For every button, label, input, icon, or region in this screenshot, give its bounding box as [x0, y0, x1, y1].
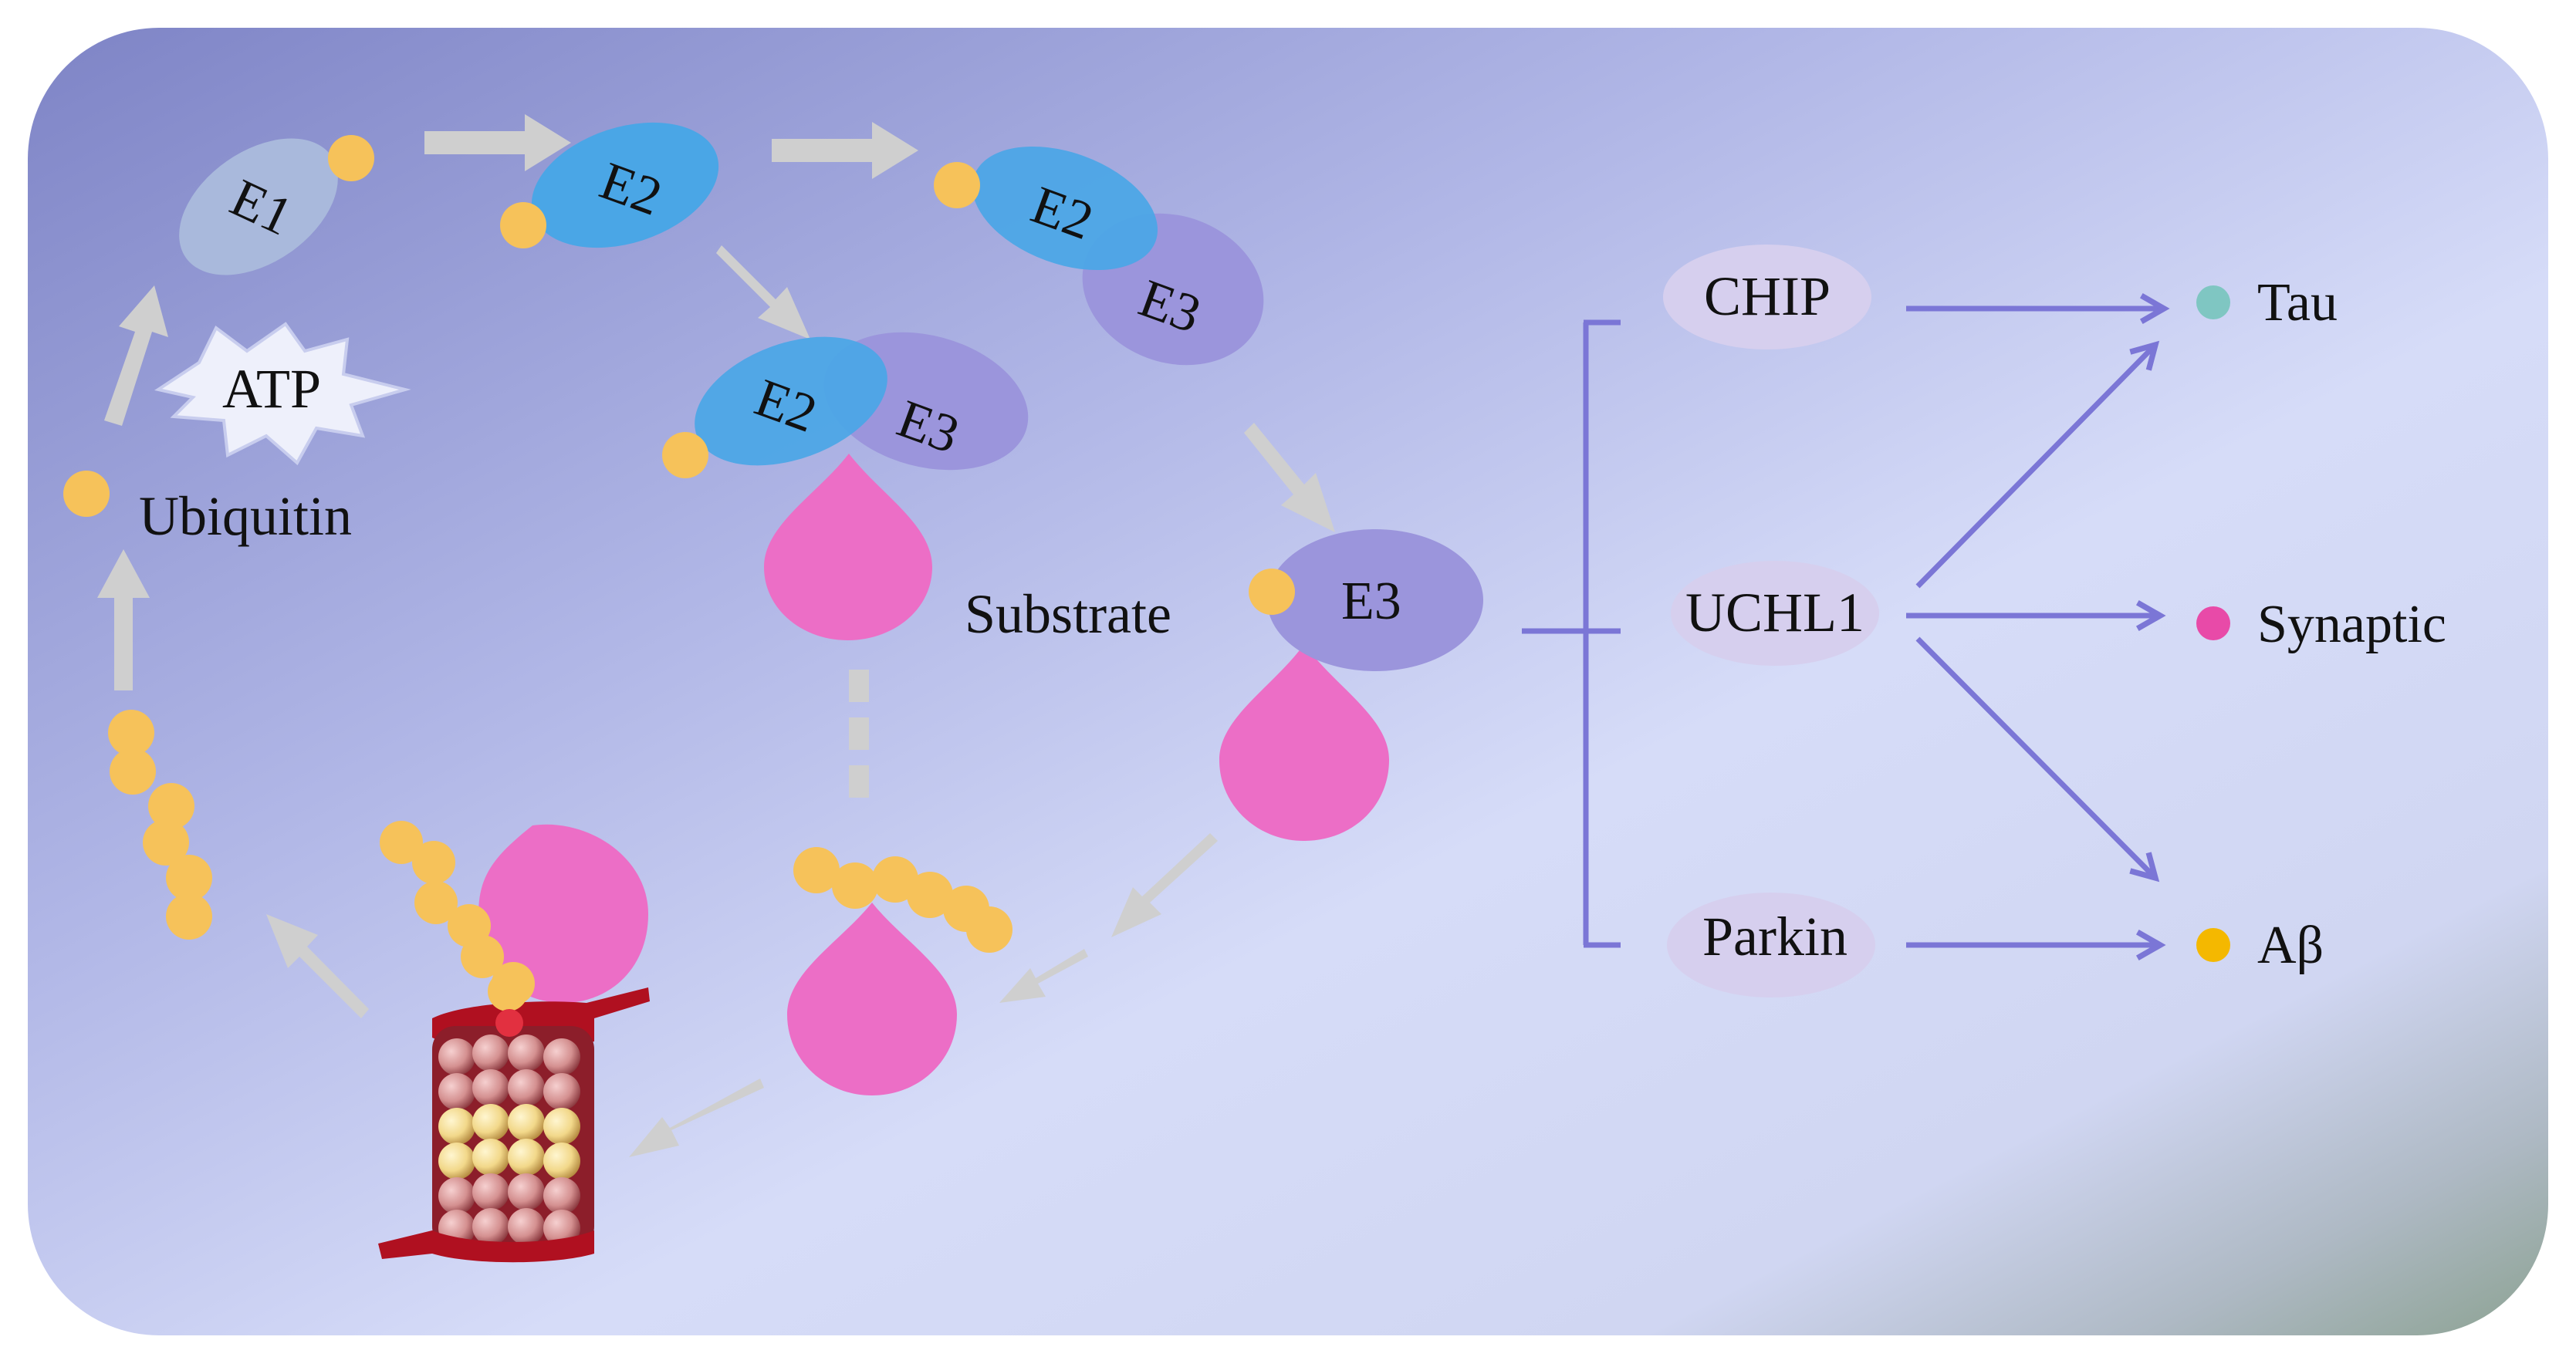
e2-mid-ubiquitin-dot	[934, 162, 980, 208]
e2e3-pair-complex: E2 E3	[662, 332, 1029, 640]
tau-dot	[2196, 285, 2230, 319]
arrow-to-proteasome	[629, 1078, 764, 1157]
tau-label: Tau	[2257, 273, 2338, 332]
arrow-into-ub-substrate	[999, 949, 1088, 1003]
e3-substrate-drop	[1219, 644, 1389, 841]
arrow-e2-to-e2e3	[772, 122, 918, 179]
arrow-e2e3-to-e3	[1244, 423, 1335, 532]
e2e3-mid-complex: E2 E3	[934, 146, 1264, 366]
e2-mid-ellipse	[972, 146, 1158, 271]
pair-e2-ellipse	[695, 336, 887, 466]
abeta-label: Aβ	[2257, 916, 2324, 975]
ub-substrate	[787, 847, 1012, 1095]
arrow-ubiquitin-to-e1	[104, 285, 168, 426]
ubiquitin-dot	[63, 471, 110, 517]
proteasome	[378, 821, 650, 1263]
atp-burst: ATP	[154, 322, 411, 466]
arrow-uchl1-tau	[1915, 340, 2160, 589]
parkin-label: Parkin	[1702, 906, 1847, 967]
uchl1-ellipse	[1671, 561, 1879, 666]
targets: Tau Synaptic Aβ	[2196, 273, 2446, 975]
parkin-ellipse	[1667, 893, 1875, 997]
e2-top-ubiquitin-dot	[500, 202, 546, 248]
bracket	[1522, 319, 1621, 948]
arrow-e3-to-ub-substrate	[1111, 833, 1218, 937]
effect-arrows	[1906, 293, 2170, 960]
ub-substrate-chain	[793, 847, 1012, 953]
arrow-uchl1-abeta	[1915, 636, 2160, 883]
e3-main-ubiquitin-dot	[1249, 569, 1295, 615]
pair-ubiquitin-dot	[662, 432, 708, 478]
arrow-dash-3	[849, 765, 869, 798]
proteasome-substrate-drop	[478, 824, 648, 1003]
proteasome-base	[378, 1230, 594, 1263]
arrow-proteasome-to-chain	[266, 914, 369, 1018]
ub-substrate-drop	[787, 903, 957, 1095]
synaptic-label: Synaptic	[2257, 595, 2446, 654]
arrow-e2-to-pair	[716, 245, 810, 339]
arrow-dash-1	[849, 670, 869, 702]
e1-enzyme: E1	[179, 135, 374, 275]
synaptic-dot	[2196, 606, 2230, 640]
abeta-dot	[2196, 928, 2230, 962]
substrate-label: Substrate	[965, 583, 1171, 645]
proteasome-entry-ubiquitin	[488, 971, 528, 1011]
chip-ellipse	[1663, 245, 1871, 349]
atp-label: ATP	[222, 358, 321, 420]
ubiquitin-label: Ubiquitin	[139, 485, 352, 547]
e3-main-label: E3	[1341, 572, 1401, 631]
e3-main-complex: E3	[1219, 529, 1483, 841]
e3-main-ellipse	[1267, 529, 1483, 671]
arrow-dash-2	[849, 717, 869, 750]
arrow-chain-to-ubiquitin	[97, 549, 150, 690]
e1-ubiquitin-dot	[328, 135, 374, 181]
uchl1-label: UCHL1	[1685, 582, 1864, 643]
protein-nodes: CHIP UCHL1 Parkin	[1663, 245, 1879, 997]
free-ubiquitin-chain	[108, 710, 212, 940]
arrow-e1-to-e2	[424, 114, 571, 171]
cycle-arrows	[97, 114, 1335, 1157]
proteasome-entry-core	[495, 1009, 523, 1037]
chip-label: CHIP	[1704, 265, 1831, 327]
e1-ellipse	[179, 138, 338, 275]
e2-top-enzyme: E2	[500, 122, 719, 248]
atp-star-icon	[154, 322, 411, 466]
pair-substrate-drop	[764, 454, 932, 640]
e2-top-ellipse	[531, 122, 719, 248]
